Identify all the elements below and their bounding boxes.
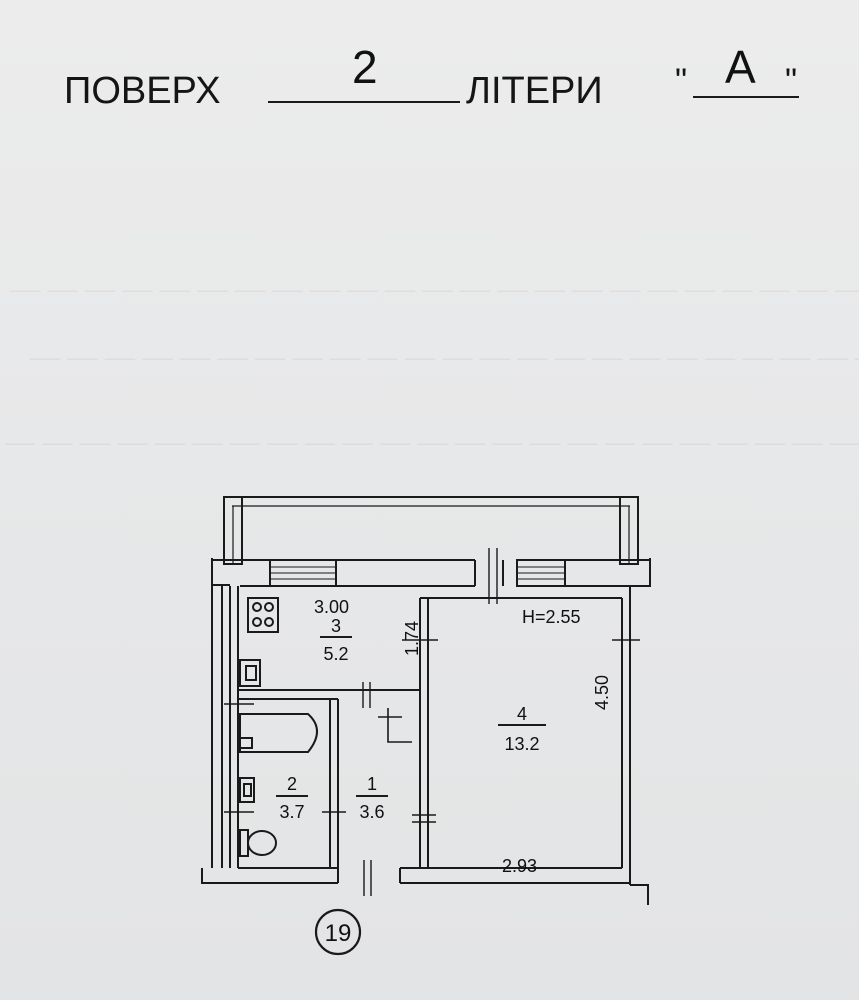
room-depth-dim: 4.50 — [592, 675, 612, 710]
balcony — [223, 496, 639, 565]
kitchen-sink-icon — [239, 659, 261, 687]
washbasin-icon — [239, 777, 255, 803]
bottom-wall — [201, 860, 649, 905]
room-3-number: 3 — [331, 616, 341, 636]
ceiling-height: H=2.55 — [522, 607, 581, 627]
floor-header: ПОВЕРХ 2 ЛІТЕРИ " А " — [0, 0, 859, 140]
room-4-number: 4 — [517, 704, 527, 724]
fraction-lines — [276, 636, 546, 797]
letter-close-quote: " — [785, 62, 798, 100]
dimension-ticks — [224, 639, 640, 813]
room-4-area: 13.2 — [504, 734, 539, 754]
room-2-area: 3.7 — [279, 802, 304, 822]
room-1-area: 3.6 — [359, 802, 384, 822]
floor-underline — [268, 101, 460, 103]
letter-underline — [693, 96, 799, 98]
stove-icon — [247, 597, 279, 633]
room-3-area: 5.2 — [323, 644, 348, 664]
apartment-number-circle — [314, 908, 362, 956]
left-wall — [211, 586, 239, 868]
bathtub-icon — [239, 713, 318, 753]
kitchen-width-dim: 3.00 — [314, 597, 349, 617]
apartment-number: 19 — [325, 920, 352, 947]
room-1-number: 1 — [367, 774, 377, 794]
letter-open-quote: " — [675, 62, 688, 100]
right-wall — [621, 586, 631, 885]
letter-value: А — [725, 41, 756, 93]
room-width-dim: 2.93 — [502, 856, 537, 876]
room-2-number: 2 — [287, 774, 297, 794]
top-wall — [211, 548, 651, 604]
floor-label: ПОВЕРХ — [64, 70, 221, 112]
toilet-icon — [239, 829, 277, 857]
floor-value: 2 — [352, 41, 378, 93]
kitchen-depth-dim: 1.74 — [402, 621, 422, 656]
letter-label: ЛІТЕРИ — [466, 70, 603, 112]
interior-walls — [238, 597, 622, 868]
